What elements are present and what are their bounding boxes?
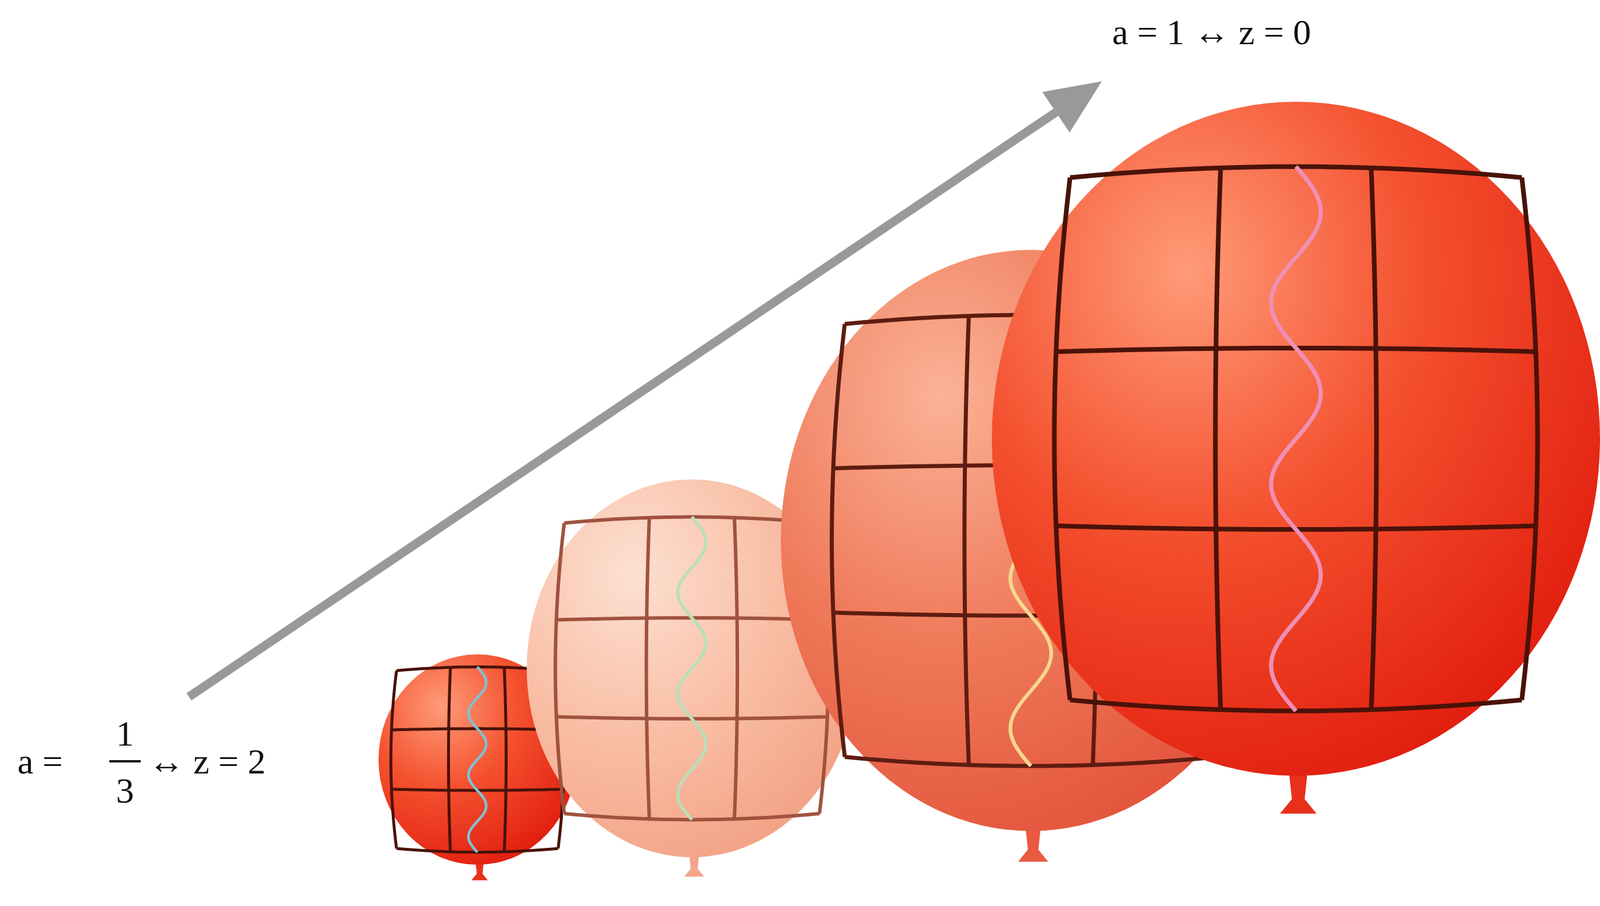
grid-line xyxy=(831,324,845,758)
grid-line xyxy=(964,316,969,766)
light-wave xyxy=(1270,166,1321,712)
balloon-body xyxy=(991,101,1600,777)
today-label: a = 1 ↔ z = 0 xyxy=(1112,13,1312,50)
grid-line xyxy=(1522,177,1538,701)
scale-factor-label: a = xyxy=(17,743,63,780)
fraction-bar xyxy=(109,760,141,763)
grid-line xyxy=(555,523,564,814)
grid-line xyxy=(1215,168,1221,711)
balloon-knot xyxy=(471,862,488,881)
balloon xyxy=(991,101,1600,814)
balloon-knot xyxy=(684,855,705,877)
fraction-denominator: 3 xyxy=(116,772,135,809)
light-wave xyxy=(677,517,706,821)
grid-line xyxy=(390,670,397,849)
fraction-numerator: 1 xyxy=(116,715,135,752)
grid-line xyxy=(646,518,650,820)
balloon-knot xyxy=(1280,773,1317,814)
balloon-knot xyxy=(1018,829,1049,863)
grid-line xyxy=(1371,168,1377,711)
grid-line xyxy=(448,667,450,852)
light-wave xyxy=(468,667,487,853)
grid-line xyxy=(504,667,506,852)
arrow-head xyxy=(1042,81,1102,133)
grid-line xyxy=(734,518,738,820)
redshift-label: ↔ z = 2 xyxy=(148,743,266,780)
grid-line xyxy=(1054,177,1070,701)
